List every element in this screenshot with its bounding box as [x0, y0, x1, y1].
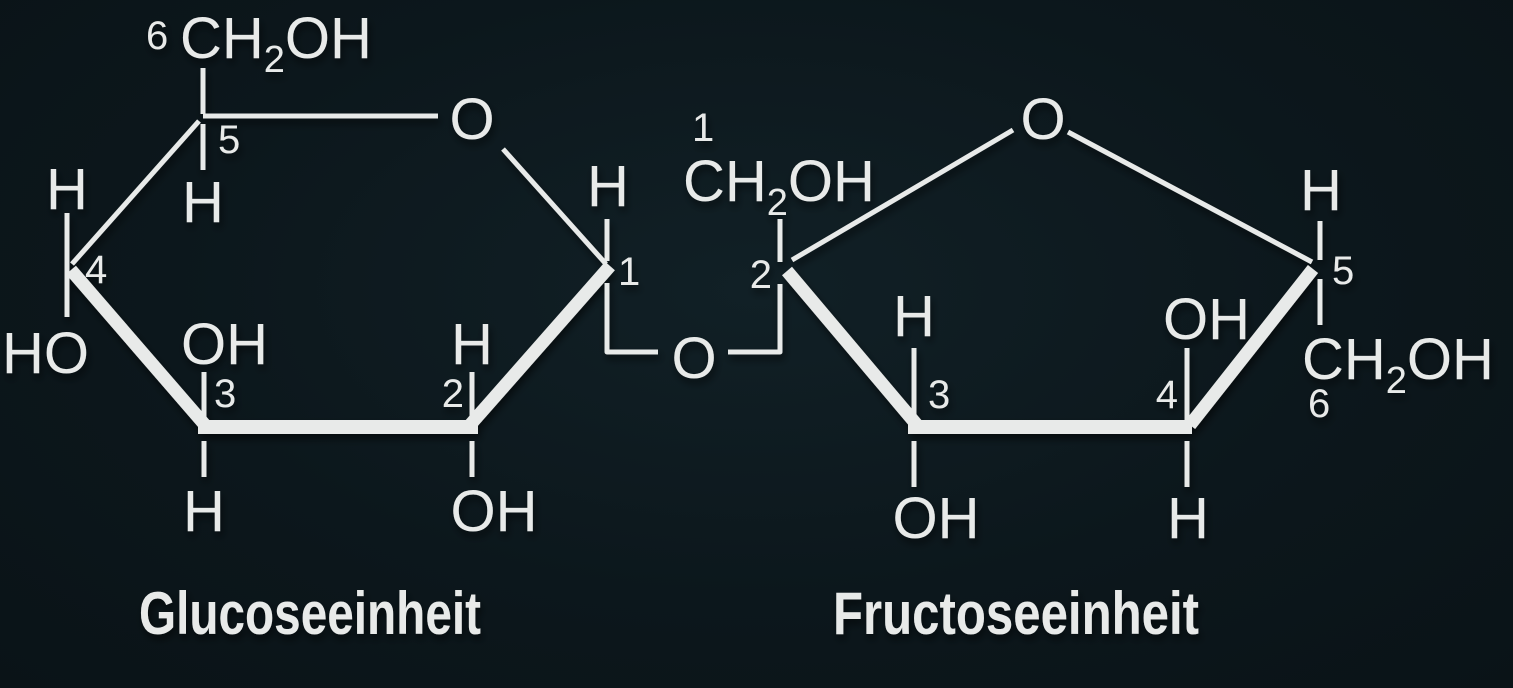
bond-glucose-ringo-c1	[501, 147, 608, 266]
fructose-ch2oh-bottom-oh: OH	[1407, 327, 1494, 392]
fructose-c4-locant: 4	[1156, 373, 1178, 417]
bond-fructose-c5-c4-thick	[1184, 264, 1319, 430]
glucose-c3-hydrogen: H	[183, 479, 225, 544]
fructose-ch2oh-bottom-ch: CH	[1302, 327, 1386, 392]
fructose-unit-label: Fructoseeinheit	[833, 580, 1199, 647]
glucose-c3-hydroxyl: OH	[181, 312, 268, 377]
glucose-ch2oh-label: CH2OH	[180, 6, 372, 81]
glucose-ch2oh-subscript: 2	[264, 39, 285, 81]
fructose-c3-locant: 3	[928, 373, 950, 417]
fructose-c5-locant: 5	[1332, 249, 1354, 293]
glucose-c1-hydrogen: H	[587, 154, 629, 219]
bond-glycosidic-right	[728, 284, 783, 355]
fructose-ch2oh-top-oh: OH	[788, 149, 875, 214]
glucose-c5-hydrogen: H	[182, 170, 224, 235]
glycosidic-oxygen: O	[671, 326, 716, 391]
bond-fructose-c2-ringo	[790, 127, 1015, 263]
glucose-unit-label: Glucoseeinheit	[139, 580, 481, 647]
glucose-c4-hydroxyl: HO	[2, 321, 89, 386]
glucose-c2-hydrogen: H	[451, 312, 493, 377]
bond-fructose-c3-c2-thick	[782, 266, 922, 430]
fructose-c6-locant: 6	[1308, 382, 1330, 426]
fructose-ch2oh-top-subscript: 2	[767, 182, 788, 224]
fructose-c4-hydroxyl: OH	[1163, 287, 1250, 352]
glucose-ring-oxygen: O	[449, 87, 494, 152]
bond-glycosidic-left	[604, 283, 658, 355]
fructose-ch2oh-top-label: CH2OH	[683, 149, 875, 224]
fructose-c3-hydrogen: H	[893, 284, 935, 349]
fructose-ring-oxygen: O	[1020, 87, 1065, 152]
glucose-ch2oh-ch: CH	[180, 6, 264, 71]
bond-glucose-c2-c1-thick	[465, 261, 615, 430]
glucose-c4-locant: 4	[85, 248, 107, 292]
glucose-c5-locant: 5	[218, 118, 240, 162]
glucose-c1-locant: 1	[618, 250, 640, 294]
fructose-c4-hydrogen: H	[1167, 486, 1209, 551]
fructose-c3-hydroxyl: OH	[893, 486, 980, 551]
glucose-c2-hydroxyl: OH	[451, 479, 538, 544]
bond-glucose-c5-c4	[70, 119, 201, 266]
fructose-c5-hydrogen: H	[1300, 158, 1342, 223]
bond-fructose-ringo-c5	[1066, 129, 1314, 265]
glucose-c3-locant: 3	[214, 372, 236, 416]
fructose-c1-locant: 1	[692, 106, 714, 150]
glucose-c6-locant: 6	[146, 14, 168, 58]
bond-glucose-c4-c3-thick	[66, 265, 210, 430]
fructose-ch2oh-top-ch: CH	[683, 149, 767, 214]
glucose-c4-hydrogen: H	[46, 157, 88, 222]
fructose-c2-locant: 2	[750, 253, 772, 297]
glucose-c2-locant: 2	[442, 372, 464, 416]
glucose-ch2oh-oh: OH	[285, 6, 372, 71]
fructose-ch2oh-bottom-subscript: 2	[1386, 360, 1407, 402]
fructose-ch2oh-bottom-label: CH2OH	[1302, 327, 1494, 402]
